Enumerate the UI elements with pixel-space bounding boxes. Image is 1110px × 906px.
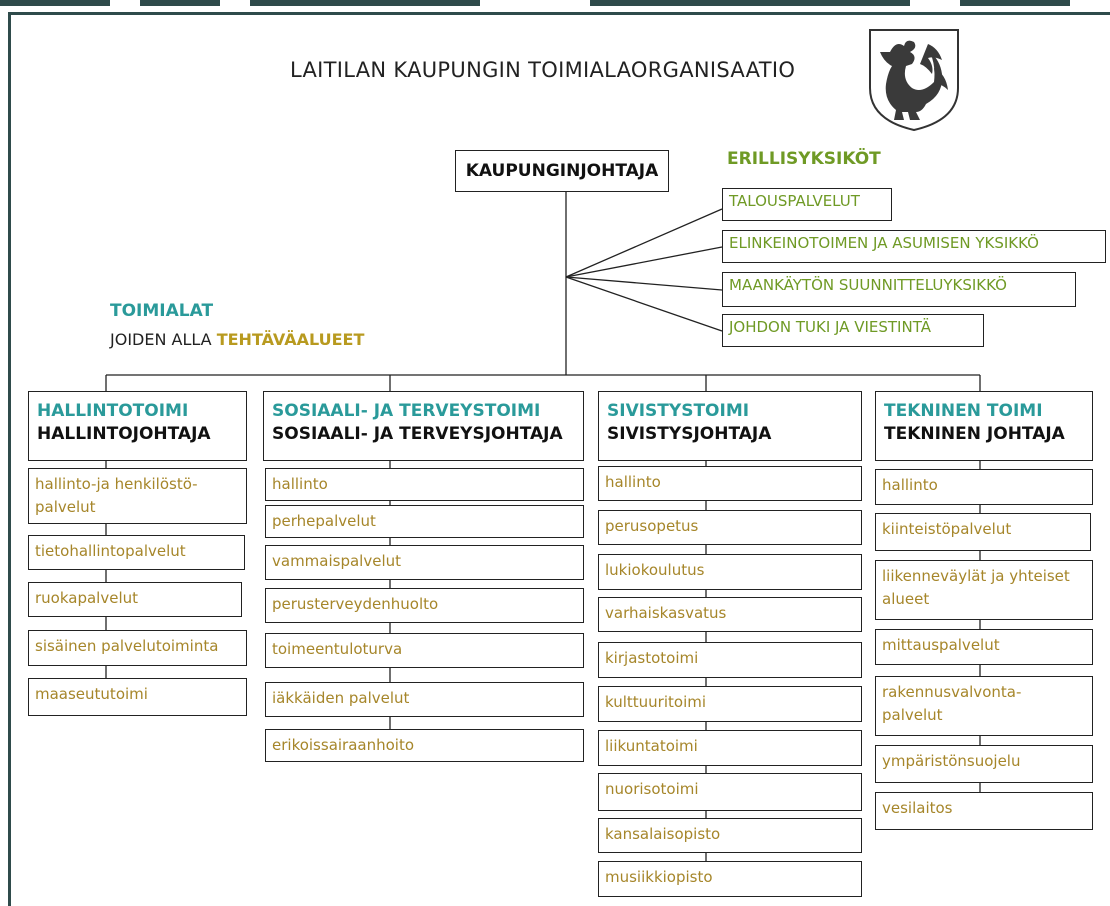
task-area-box: hallinto	[598, 466, 862, 501]
task-area-box: iäkkäiden palvelut	[265, 682, 584, 717]
page-title: LAITILAN KAUPUNGIN TOIMIALAORGANISAATIO	[290, 58, 796, 82]
separate-unit-box: MAANKÄYTÖN SUUNNITTELUYKSIKKÖ	[722, 272, 1076, 307]
city-manager-box: KAUPUNGINJOHTAJA	[455, 150, 669, 192]
task-area-label: perhepalvelut	[272, 512, 376, 530]
separate-unit-label: MAANKÄYTÖN SUUNNITTELUYKSIKKÖ	[729, 276, 1007, 294]
task-area-label: sisäinen palvelutoiminta	[35, 637, 219, 655]
legend-line-2: JOIDEN ALLA TEHTÄVÄALUEET	[110, 330, 364, 349]
rooster-crest-icon	[869, 29, 959, 132]
task-area-label: liikenneväylät ja yhteiset	[882, 567, 1070, 585]
separate-unit-label: ELINKEINOTOIMEN JA ASUMISEN YKSIKKÖ	[729, 234, 1039, 252]
task-area-box: kirjastotoimi	[598, 642, 862, 678]
task-area-box: liikenneväylät ja yhteiset alueet	[875, 560, 1093, 620]
legend-line-1: TOIMIALAT	[110, 301, 214, 321]
task-area-label: lukiokoulutus	[605, 561, 705, 579]
task-area-label: liikuntatoimi	[605, 737, 698, 755]
task-area-box: vesilaitos	[875, 792, 1093, 830]
task-area-label: musiikkiopisto	[605, 868, 713, 886]
task-area-box: perusopetus	[598, 510, 862, 545]
task-area-box: perusterveydenhuolto	[265, 588, 584, 623]
top-border	[0, 0, 1110, 8]
department-tekninen: TEKNINEN TOIMI TEKNINEN JOHTAJA	[875, 391, 1093, 461]
separate-unit-box: TALOUSPALVELUT	[722, 188, 892, 221]
department-name: TEKNINEN TOIMI	[884, 401, 1043, 421]
task-area-label: vesilaitos	[882, 799, 953, 817]
task-area-label: palvelut	[882, 706, 943, 724]
task-area-box: toimeentuloturva	[265, 633, 584, 668]
task-area-label: hallinto	[272, 475, 328, 493]
task-area-box: ruokapalvelut	[28, 582, 242, 617]
task-area-label: ruokapalvelut	[35, 589, 139, 607]
task-area-label: kiinteistöpalvelut	[882, 520, 1012, 538]
task-area-label: nuorisotoimi	[605, 780, 699, 798]
separate-unit-label: JOHDON TUKI JA VIESTINTÄ	[729, 318, 931, 336]
task-area-box: mittauspalvelut	[875, 629, 1093, 665]
separate-unit-label: TALOUSPALVELUT	[729, 192, 860, 210]
task-area-box: nuorisotoimi	[598, 773, 862, 811]
task-area-box: liikuntatoimi	[598, 730, 862, 766]
department-director: HALLINTOJOHTAJA	[37, 424, 211, 444]
task-area-box: varhaiskasvatus	[598, 597, 862, 632]
task-area-label: palvelut	[35, 498, 96, 516]
task-area-box: kansalaisopisto	[598, 818, 862, 853]
task-area-label: perusterveydenhuolto	[272, 595, 439, 613]
department-sivistystoimi: SIVISTYSTOIMI SIVISTYSJOHTAJA	[598, 391, 862, 461]
task-area-box: perhepalvelut	[265, 505, 584, 538]
task-area-box: kulttuuritoimi	[598, 686, 862, 722]
task-area-label: maaseututoimi	[35, 685, 148, 703]
task-area-label: hallinto	[605, 473, 661, 491]
page-frame	[8, 12, 1110, 906]
task-area-label: erikoissairaanhoito	[272, 736, 415, 754]
task-area-box: ympäristönsuojelu	[875, 745, 1093, 783]
separate-unit-box: ELINKEINOTOIMEN JA ASUMISEN YKSIKKÖ	[722, 230, 1106, 263]
task-area-box: maaseututoimi	[28, 678, 247, 716]
task-area-label: alueet	[882, 590, 930, 608]
separate-units-heading: ERILLISYKSIKÖT	[727, 149, 881, 169]
task-area-box: tietohallintopalvelut	[28, 535, 245, 570]
task-area-box: hallinto-ja henkilöstö- palvelut	[28, 468, 247, 524]
separate-unit-box: JOHDON TUKI JA VIESTINTÄ	[722, 314, 984, 347]
task-area-label: perusopetus	[605, 517, 699, 535]
city-manager-label: KAUPUNGINJOHTAJA	[465, 161, 659, 181]
task-area-box: musiikkiopisto	[598, 861, 862, 897]
task-area-label: kirjastotoimi	[605, 649, 699, 667]
department-name: HALLINTOTOIMI	[37, 401, 189, 421]
task-area-box: erikoissairaanhoito	[265, 729, 584, 762]
task-area-label: hallinto-ja henkilöstö-	[35, 475, 198, 493]
task-area-box: sisäinen palvelutoiminta	[28, 630, 247, 666]
task-area-label: iäkkäiden palvelut	[272, 689, 410, 707]
task-area-label: kansalaisopisto	[605, 825, 721, 843]
department-director: SIVISTYSJOHTAJA	[607, 424, 772, 444]
task-area-label: tietohallintopalvelut	[35, 542, 186, 560]
task-area-box: rakennusvalvonta- palvelut	[875, 676, 1093, 736]
task-area-label: kulttuuritoimi	[605, 693, 707, 711]
task-area-box: hallinto	[265, 468, 584, 501]
department-hallintotoimi: HALLINTOTOIMI HALLINTOJOHTAJA	[28, 391, 247, 461]
department-name: SIVISTYSTOIMI	[607, 401, 750, 421]
task-area-box: lukiokoulutus	[598, 554, 862, 590]
task-area-box: vammaispalvelut	[265, 545, 584, 580]
task-area-label: mittauspalvelut	[882, 636, 1000, 654]
task-area-label: ympäristönsuojelu	[882, 752, 1021, 770]
task-area-box: kiinteistöpalvelut	[875, 513, 1091, 551]
task-area-label: vammaispalvelut	[272, 552, 402, 570]
department-director: SOSIAALI- JA TERVEYSJOHTAJA	[272, 424, 563, 444]
task-area-label: toimeentuloturva	[272, 640, 403, 658]
task-area-label: hallinto	[882, 476, 938, 494]
task-area-label: varhaiskasvatus	[605, 604, 727, 622]
department-sosiaali: SOSIAALI- JA TERVEYSTOIMI SOSIAALI- JA T…	[263, 391, 584, 461]
task-area-box: hallinto	[875, 469, 1093, 505]
legend-prefix: JOIDEN ALLA	[110, 330, 212, 349]
department-name: SOSIAALI- JA TERVEYSTOIMI	[272, 401, 541, 421]
task-area-label: rakennusvalvonta-	[882, 683, 1022, 701]
department-director: TEKNINEN JOHTAJA	[884, 424, 1065, 444]
legend-highlight: TEHTÄVÄALUEET	[216, 330, 365, 349]
